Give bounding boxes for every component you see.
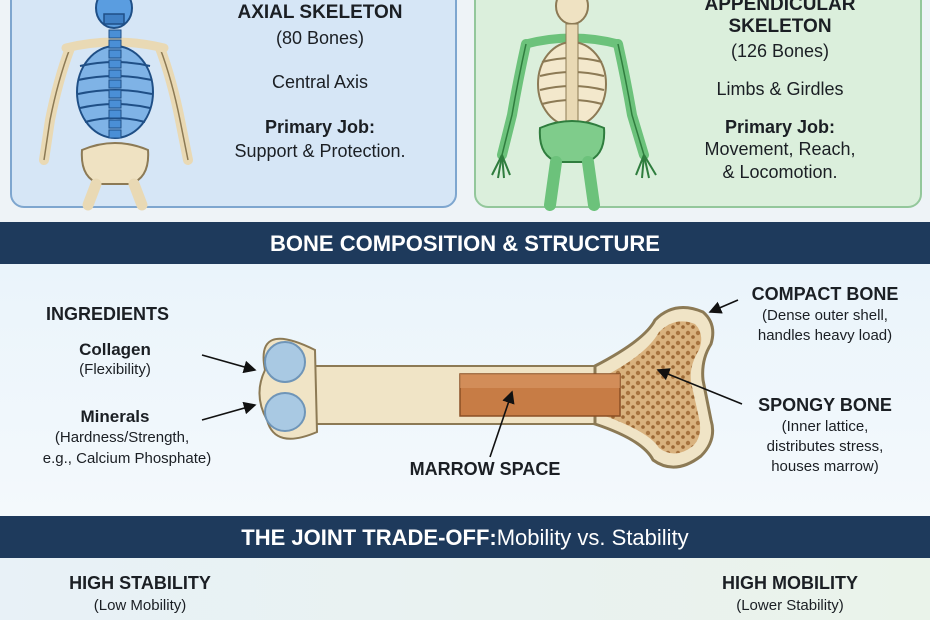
- axial-region: Central Axis: [271, 72, 369, 92]
- minerals-note-line2: e.g., Calcium Phosphate): [42, 450, 212, 467]
- axial-job-label: Primary Job:: [264, 117, 376, 137]
- spongy-bone-line2: distributes stress,: [766, 438, 884, 455]
- axial-title: AXIAL SKELETON: [237, 2, 403, 23]
- joint-heading-bold: THE JOINT TRADE-OFF:: [241, 525, 497, 550]
- spongy-bone-arrow: [656, 368, 743, 405]
- minerals-arrow: [201, 401, 257, 421]
- long-bone-illustration: [258, 306, 715, 469]
- collagen-label: Collagen: [79, 340, 151, 359]
- high-stability-note: (Low Mobility): [93, 597, 187, 614]
- appendicular-job-label: Primary Job:: [724, 117, 836, 137]
- spongy-bone-line1: (Inner lattice,: [781, 418, 869, 435]
- appendicular-bone-count: (126 Bones): [730, 41, 830, 61]
- composition-heading: BONE COMPOSITION & STRUCTURE: [270, 231, 660, 256]
- high-mobility-title: HIGH MOBILITY: [722, 573, 858, 593]
- minerals-note-line1: (Hardness/Strength,: [54, 429, 190, 446]
- compact-bone-arrow: [708, 299, 739, 314]
- marrow-space-arrow: [489, 390, 515, 458]
- compact-bone-line2: handles heavy load): [757, 327, 893, 344]
- joint-heading-rest: Mobility vs. Stability: [496, 525, 689, 550]
- high-mobility-note: (Lower Stability): [736, 597, 844, 614]
- compact-bone-line1: (Dense outer shell,: [762, 307, 888, 324]
- collagen-note: (Flexibility): [79, 361, 151, 378]
- appendicular-job-line2: & Locomotion.: [722, 162, 838, 182]
- joint-section-header: THE JOINT TRADE-OFF: Mobility vs. Stabil…: [0, 516, 930, 558]
- axial-skeleton-illustration: [39, 0, 193, 211]
- marrow-space-label: MARROW SPACE: [409, 459, 561, 479]
- spongy-bone-title: SPONGY BONE: [758, 395, 892, 415]
- appendicular-region: Limbs & Girdles: [716, 79, 844, 99]
- appendicular-title-line1: APPENDICULAR: [704, 0, 856, 15]
- minerals-label: Minerals: [80, 407, 150, 426]
- high-stability-title: HIGH STABILITY: [69, 573, 211, 593]
- axial-job-text: Support & Protection.: [234, 141, 406, 161]
- ingredients-heading: INGREDIENTS: [46, 304, 170, 324]
- appendicular-job-line1: Movement, Reach,: [704, 139, 856, 159]
- compact-bone-title: COMPACT BONE: [751, 284, 899, 304]
- collagen-arrow: [201, 354, 257, 374]
- appendicular-title-line2: SKELETON: [728, 16, 832, 37]
- composition-section-header: BONE COMPOSITION & STRUCTURE: [0, 222, 930, 264]
- joint-tradeoff-panel: [0, 558, 930, 620]
- spongy-bone-line3: houses marrow): [771, 458, 879, 475]
- axial-bone-count: (80 Bones): [275, 28, 365, 48]
- appendicular-skeleton-illustration: [491, 0, 657, 211]
